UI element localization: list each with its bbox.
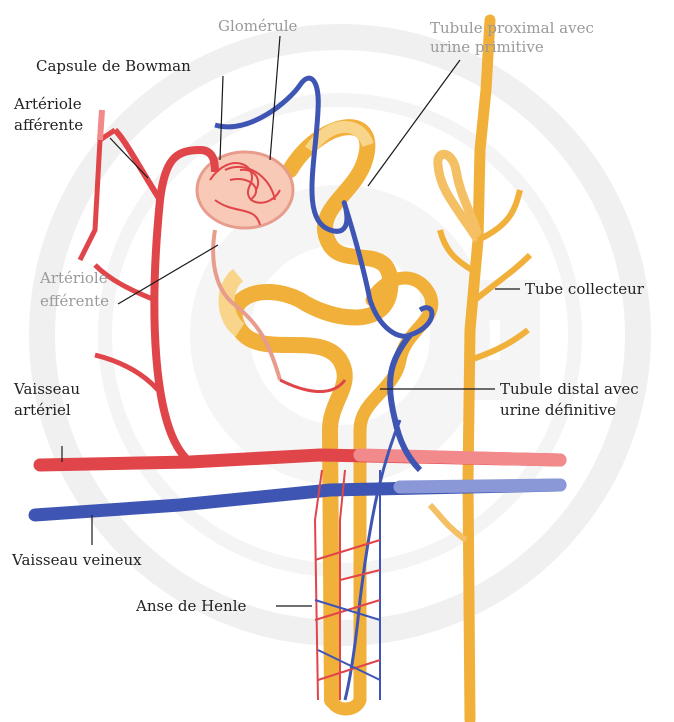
label-capsule-bowman: Capsule de Bowman — [36, 57, 191, 75]
label-anse-henle: Anse de Henle — [135, 597, 246, 615]
label-arteriole-efferente-line2: efférente — [40, 292, 109, 310]
label-tube-collecteur: Tube collecteur — [525, 280, 645, 298]
label-tubule-proximal-line1: Tubule proximal avec — [430, 19, 594, 37]
label-vaisseau-veineux: Vaisseau veineux — [11, 551, 142, 569]
label-vaisseau-arteriel-line2: artériel — [14, 401, 71, 419]
label-tubule-proximal-line2: urine primitive — [430, 38, 544, 56]
label-arteriole-afferente-line2: afférente — [14, 116, 83, 134]
label-tubule-distal-line2: urine définitive — [500, 401, 616, 419]
label-vaisseau-arteriel-line1: Vaisseau — [13, 380, 80, 398]
label-tubule-distal-line1: Tubule distal avec — [500, 380, 639, 398]
label-arteriole-efferente-line1: Artériole — [39, 269, 108, 287]
label-glomerule: Glomérule — [218, 17, 298, 35]
label-arteriole-afferente-line1: Artériole — [13, 95, 82, 113]
